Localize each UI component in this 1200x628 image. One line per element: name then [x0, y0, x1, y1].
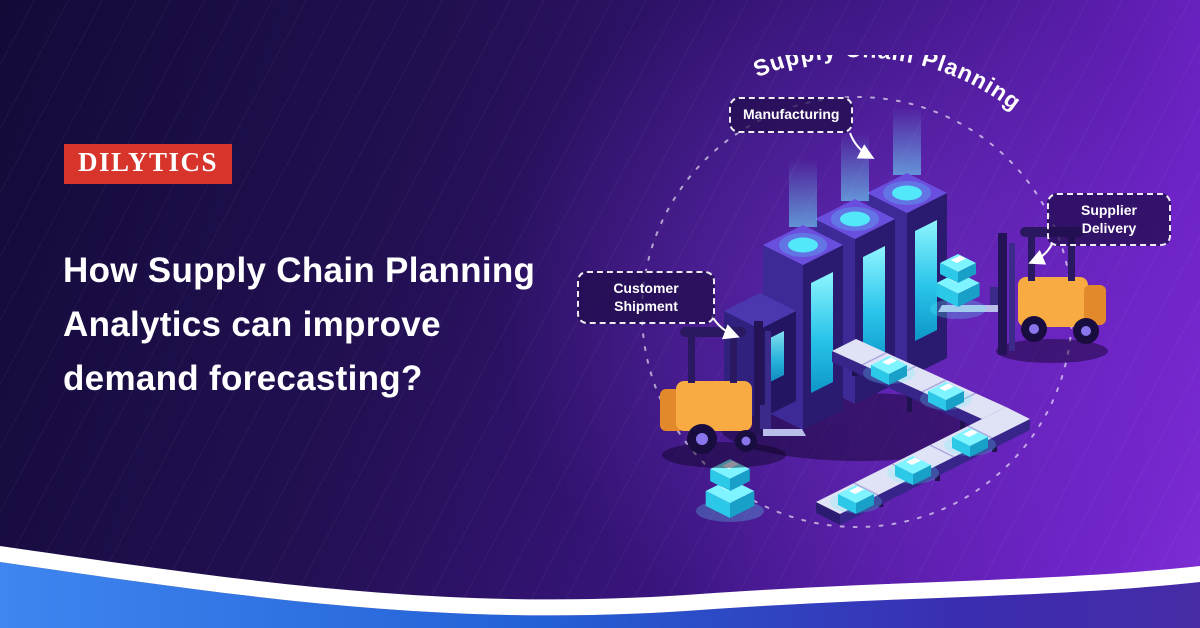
label-supplier-delivery: Supplier Delivery: [1047, 193, 1171, 246]
crate-stack-right: [930, 254, 986, 319]
dilytics-logo: DILYTICS: [64, 144, 233, 184]
wave-blue: [0, 562, 1200, 628]
conveyor-crates: [830, 356, 996, 514]
wave-decoration: [0, 546, 1200, 628]
label-customer-shipment: Customer Shipment: [577, 271, 715, 324]
headline-line-3: demand forecasting?: [63, 359, 423, 398]
headline-line-2: Analytics can improve: [63, 305, 441, 344]
label-manufacturing: Manufacturing: [729, 97, 854, 133]
headline-line-1: How Supply Chain Planning: [63, 251, 536, 290]
logo-text: DILYTICS: [78, 147, 219, 177]
wave-white: [0, 546, 1200, 616]
headline: How Supply Chain Planning Analytics can …: [63, 244, 535, 406]
crate-stack-left: [696, 459, 764, 522]
forklift-right: [938, 227, 1108, 363]
